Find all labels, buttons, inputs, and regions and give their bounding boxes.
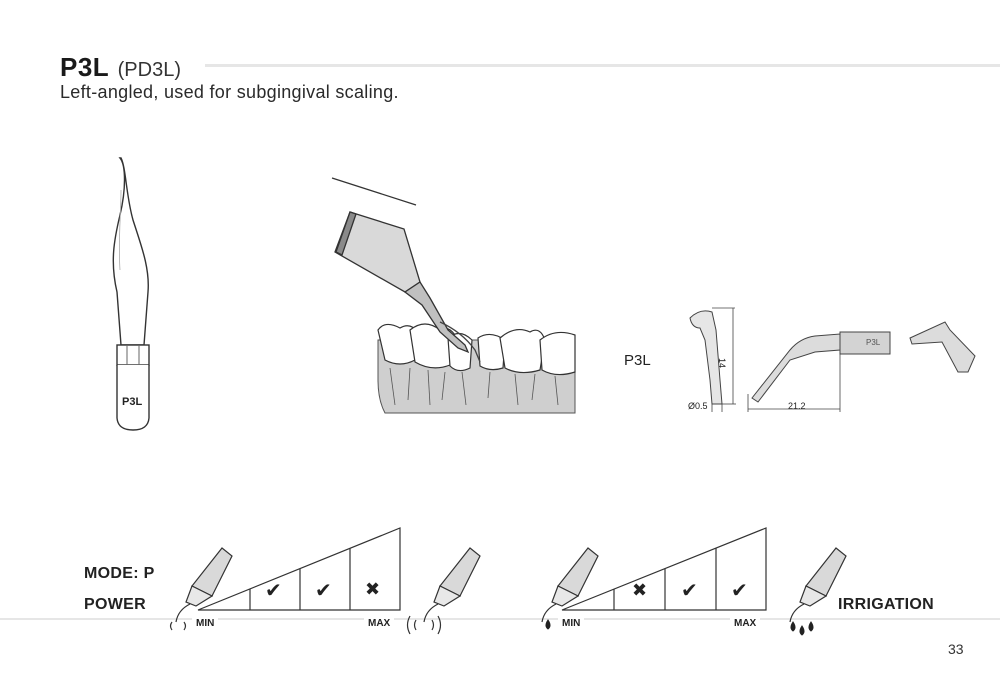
tip-alt-code: (PD3L) <box>117 59 181 81</box>
vibration-max-icon <box>406 615 442 635</box>
tip-code: P3L <box>60 52 110 82</box>
power-min-label: MIN <box>192 618 219 629</box>
dim-diameter: Ø0.5 <box>688 401 708 411</box>
shank-marking: P3L <box>866 338 881 347</box>
tip-engraving: P3L <box>122 396 143 408</box>
title-divider <box>205 64 1000 67</box>
page-number: 33 <box>948 641 964 657</box>
irrigation-label: IRRIGATION <box>834 596 939 614</box>
vibration-min-icon <box>169 621 187 631</box>
mode-label: MODE: P <box>84 565 155 582</box>
bottom-divider <box>0 618 1000 620</box>
power-setting-1: ✔ <box>265 580 282 602</box>
power-setting-2: ✔ <box>315 580 332 602</box>
power-max-label: MAX <box>364 618 395 629</box>
tip-description: Left-angled, used for subgingival scalin… <box>60 82 399 102</box>
water-drop-min-icon <box>545 619 551 630</box>
irrigation-setting-1: ✖ <box>632 580 648 600</box>
water-drop-max-icon <box>790 621 814 636</box>
power-setting-3: ✖ <box>365 579 381 599</box>
power-label: POWER <box>84 596 146 613</box>
dim-length: 21.2 <box>788 401 806 411</box>
tip-side-label: P3L <box>624 352 651 369</box>
irrigation-setting-2: ✔ <box>681 580 698 602</box>
irrigation-max-label: MAX <box>730 618 761 629</box>
irrigation-min-label: MIN <box>558 618 585 629</box>
irrigation-setting-3: ✔ <box>731 580 748 602</box>
page-title: P3L (PD3L) <box>60 52 181 83</box>
